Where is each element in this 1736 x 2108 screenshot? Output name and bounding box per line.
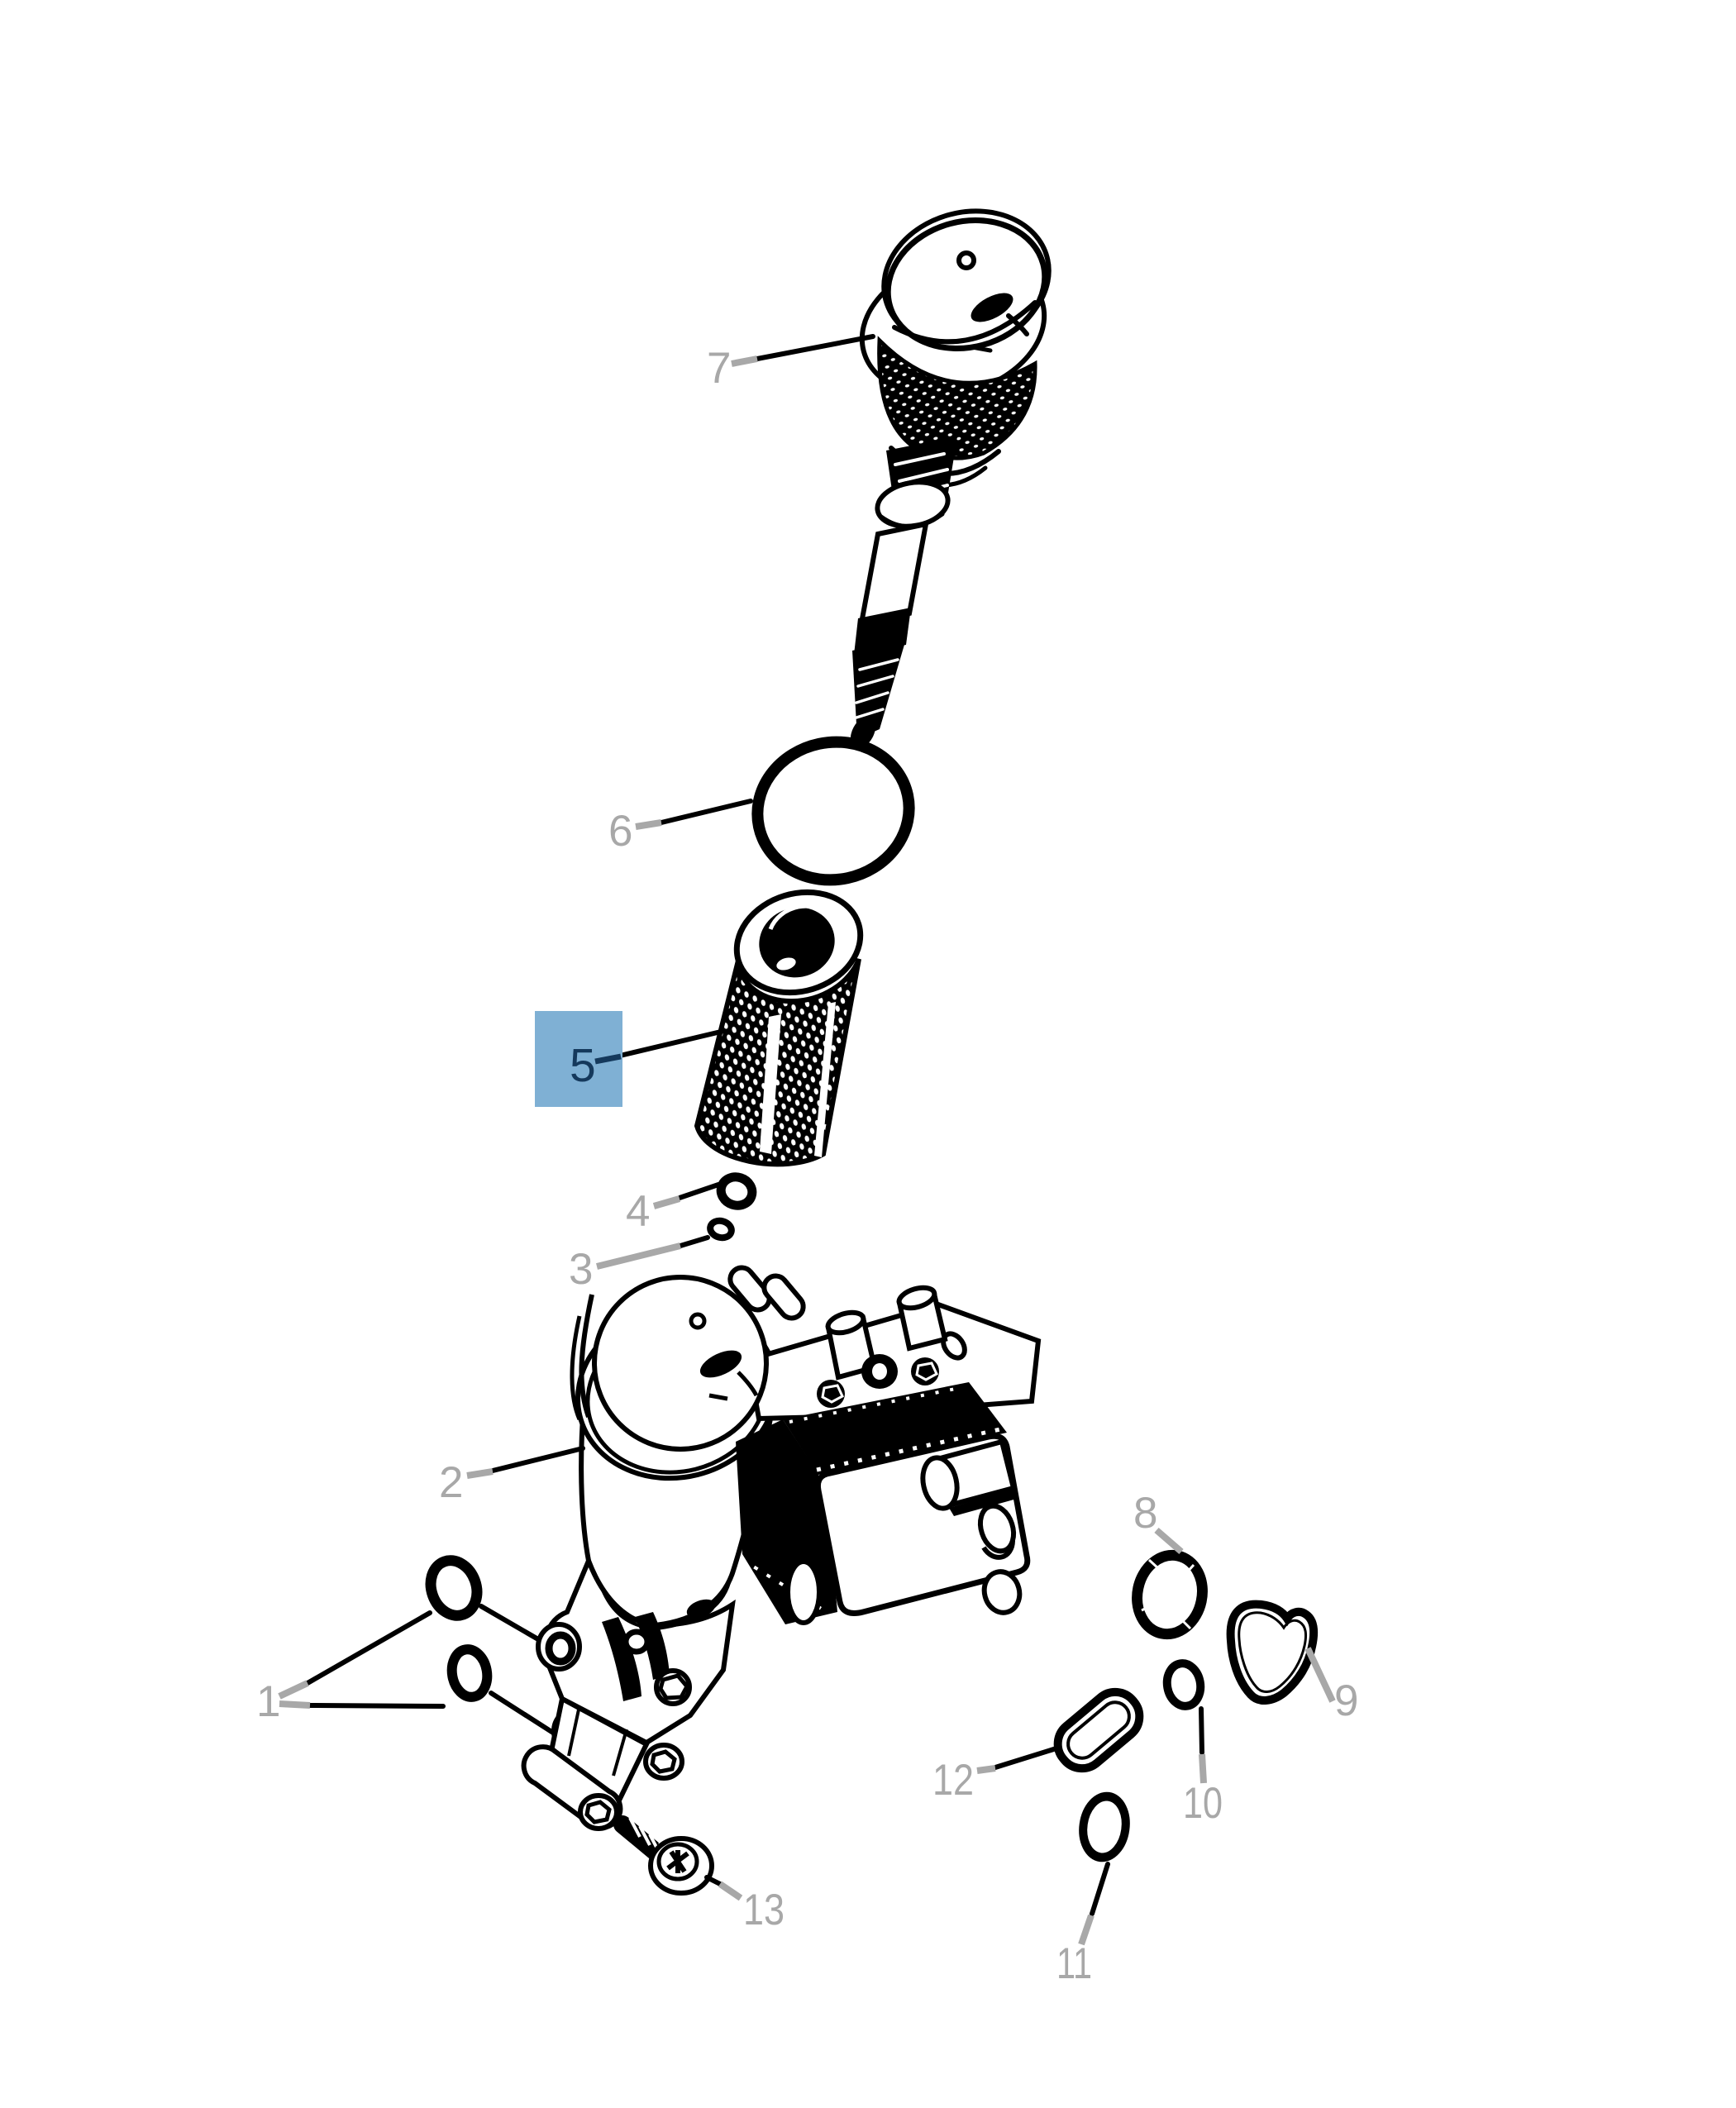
svg-text:11: 11: [1056, 1939, 1092, 1988]
svg-text:8: 8: [1133, 1489, 1157, 1538]
svg-text:4: 4: [626, 1187, 650, 1236]
svg-text:5: 5: [570, 1039, 596, 1092]
svg-text:13: 13: [743, 1886, 785, 1934]
svg-text:9: 9: [1334, 1676, 1358, 1725]
svg-text:1: 1: [256, 1677, 280, 1726]
svg-text:2: 2: [439, 1458, 463, 1507]
svg-text:6: 6: [608, 807, 632, 856]
svg-text:3: 3: [569, 1245, 593, 1294]
svg-text:10: 10: [1183, 1779, 1223, 1828]
svg-text:12: 12: [932, 1756, 974, 1805]
svg-text:7: 7: [707, 344, 731, 393]
